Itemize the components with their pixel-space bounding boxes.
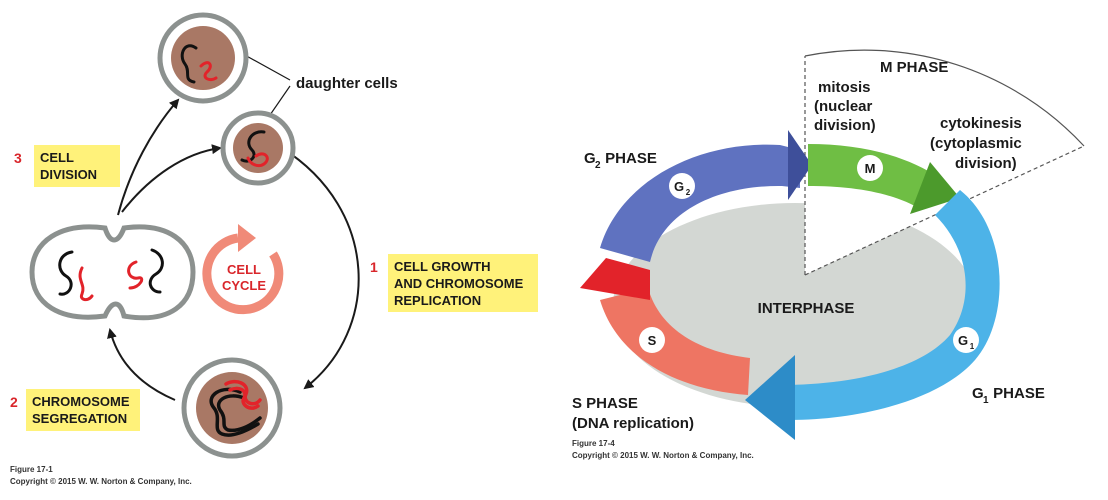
interphase-label: INTERPHASE bbox=[758, 300, 855, 317]
arrow-segregation bbox=[107, 328, 176, 401]
g2-phase-band bbox=[600, 144, 800, 262]
svg-text:M: M bbox=[865, 161, 876, 176]
svg-text:S: S bbox=[648, 333, 657, 348]
m-phase-wedge bbox=[805, 50, 1084, 275]
svg-text:G: G bbox=[674, 179, 684, 194]
s-phase-label-line2: (DNA replication) bbox=[572, 415, 694, 432]
m-phase-label: M PHASE bbox=[880, 59, 948, 76]
svg-text:G: G bbox=[958, 333, 968, 348]
m-wedge-arc bbox=[804, 49, 1085, 147]
step1-number: 1 bbox=[370, 259, 378, 275]
chromosome-red bbox=[199, 61, 218, 82]
chromosome-red bbox=[78, 266, 94, 302]
right-copyright: Copyright © 2015 W. W. Norton & Company,… bbox=[572, 451, 754, 460]
arrow-growth bbox=[281, 147, 360, 390]
svg-text:1: 1 bbox=[983, 395, 989, 406]
cell-cycle-label-line2: CYCLE bbox=[222, 278, 266, 293]
svg-text:G: G bbox=[584, 150, 596, 167]
cell-cycle-label-line1: CELL bbox=[227, 262, 261, 277]
m-wedge-edge-right bbox=[804, 145, 1085, 276]
mitosis-line1: mitosis bbox=[818, 79, 871, 96]
s-badge: S bbox=[639, 327, 665, 353]
step3-line2: DIVISION bbox=[40, 167, 97, 182]
mitosis-line2: (nuclear bbox=[814, 98, 873, 115]
s-phase-band bbox=[600, 288, 750, 395]
s-phase-label-line1: S PHASE bbox=[572, 395, 638, 412]
daughter-cell-bottom bbox=[220, 110, 296, 186]
step2-label: 2 CHROMOSOME SEGREGATION bbox=[10, 389, 140, 431]
step3-line1: CELL bbox=[40, 150, 74, 165]
arrow-division-top bbox=[117, 98, 180, 216]
s-arrowhead bbox=[580, 258, 650, 300]
step1-line2: AND CHROMOSOME bbox=[394, 276, 524, 291]
daughter-pointer-top bbox=[242, 53, 291, 81]
daughter-cells-label: daughter cells bbox=[296, 75, 398, 92]
svg-text:1: 1 bbox=[970, 342, 975, 351]
g1-phase-label: G 1 PHASE bbox=[972, 385, 1045, 406]
dividing-cell bbox=[29, 224, 196, 321]
daughter-cell-top bbox=[157, 12, 249, 104]
svg-text:2: 2 bbox=[595, 160, 601, 171]
chromosome-red bbox=[127, 260, 144, 290]
chromosome-red bbox=[246, 152, 269, 168]
g1-phase-band bbox=[780, 190, 1000, 420]
cytokinesis-line3: division) bbox=[955, 155, 1017, 172]
arrow-division-lower bbox=[121, 144, 222, 213]
daughter-pointer-bottom bbox=[269, 85, 291, 116]
g2-badge: G 2 bbox=[669, 173, 695, 199]
replicating-cell bbox=[181, 357, 283, 459]
chromosome-black bbox=[216, 394, 262, 433]
g1-arrowhead bbox=[745, 355, 795, 440]
left-figure: CELL CYCLE daughter cells 3 CELL DIVISIO… bbox=[10, 12, 538, 486]
chromosome-black bbox=[180, 44, 198, 84]
svg-text:PHASE: PHASE bbox=[601, 150, 657, 167]
left-copyright: Copyright © 2015 W. W. Norton & Company,… bbox=[10, 477, 192, 486]
step3-label: 3 CELL DIVISION bbox=[14, 145, 120, 187]
g2-arrowhead bbox=[788, 130, 812, 200]
mitosis-line3: division) bbox=[814, 117, 876, 134]
cytokinesis-line2: (cytoplasmic bbox=[930, 135, 1022, 152]
step2-line1: CHROMOSOME bbox=[32, 394, 130, 409]
step1-label: 1 CELL GROWTH AND CHROMOSOME REPLICATION bbox=[370, 254, 538, 312]
g2-phase-label: G 2 PHASE bbox=[584, 150, 657, 171]
g1-badge: G 1 bbox=[953, 327, 979, 353]
svg-text:2: 2 bbox=[686, 188, 691, 197]
step1-line1: CELL GROWTH bbox=[394, 259, 491, 274]
svg-text:PHASE: PHASE bbox=[989, 385, 1045, 402]
right-figure-number: Figure 17-4 bbox=[572, 439, 615, 448]
chromosome-black bbox=[209, 387, 260, 437]
chromosome-black bbox=[148, 248, 164, 294]
m-badge: M bbox=[857, 155, 883, 181]
right-figure: M G 2 S G 1 M PHASE mitosis (nuclear div… bbox=[572, 49, 1085, 460]
chromosome-red bbox=[228, 386, 260, 410]
step1-line3: REPLICATION bbox=[394, 293, 481, 308]
chromosome-black bbox=[58, 250, 74, 296]
step3-number: 3 bbox=[14, 150, 22, 166]
cytokinesis-line1: cytokinesis bbox=[940, 115, 1022, 132]
m-arrowhead bbox=[910, 162, 960, 214]
svg-text:G: G bbox=[972, 385, 984, 402]
cell-cycle-loop-icon: CELL CYCLE bbox=[202, 224, 284, 315]
step2-number: 2 bbox=[10, 394, 18, 410]
left-figure-number: Figure 17-1 bbox=[10, 465, 53, 474]
step2-line2: SEGREGATION bbox=[32, 411, 127, 426]
